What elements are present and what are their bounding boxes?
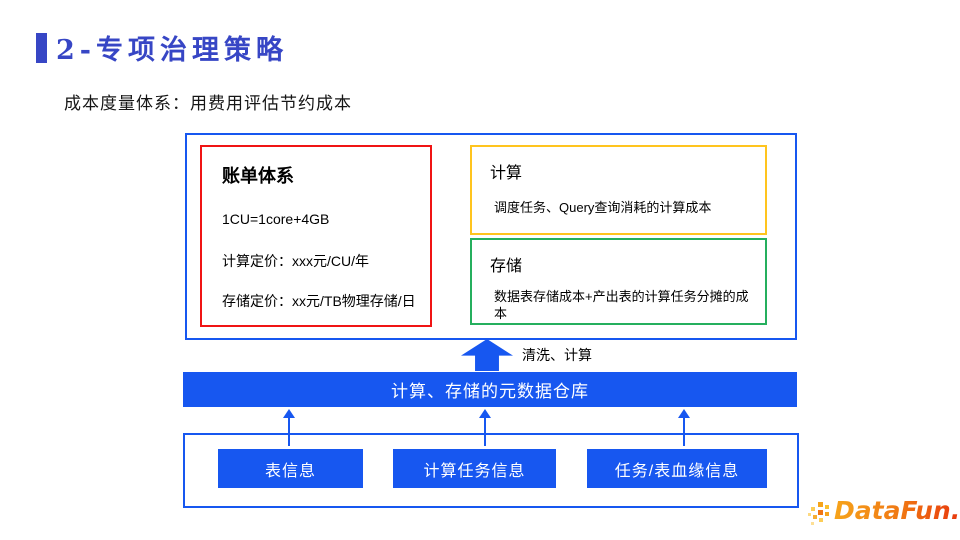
datafun-logo: DataFun. xyxy=(808,494,960,534)
compute-cost-box: 计算 调度任务、Query查询消耗的计算成本 xyxy=(470,145,767,235)
big-up-arrow-icon xyxy=(461,339,513,371)
source-table-info: 表信息 xyxy=(218,449,363,488)
billing-line-storage-price: 存储定价：xx元/TB物理存储/日 xyxy=(222,293,416,309)
datafun-logo-dots-icon xyxy=(808,502,834,528)
billing-system-box: 账单体系 1CU=1core+4GB 计算定价：xxx元/CU/年 存储定价：x… xyxy=(200,145,432,327)
storage-box-title: 存储 xyxy=(490,258,523,275)
source-compute-task-info: 计算任务信息 xyxy=(393,449,556,488)
page-title: 2-专项治理策略 xyxy=(56,35,288,66)
arrow-label: 清洗、计算 xyxy=(522,347,592,363)
up-arrow-icon xyxy=(479,409,491,446)
source-lineage-info: 任务/表血缘信息 xyxy=(587,449,767,488)
title-accent-bar xyxy=(36,33,47,63)
compute-box-description: 调度任务、Query查询消耗的计算成本 xyxy=(494,200,712,215)
billing-line-compute-price: 计算定价：xxx元/CU/年 xyxy=(222,253,369,269)
page-subtitle: 成本度量体系：用费用评估节约成本 xyxy=(64,94,352,113)
billing-box-title: 账单体系 xyxy=(222,166,294,186)
billing-line-cu-definition: 1CU=1core+4GB xyxy=(222,211,330,227)
compute-box-title: 计算 xyxy=(490,165,523,182)
metadata-warehouse-bar: 计算、存储的元数据仓库 xyxy=(183,372,797,407)
up-arrow-icon xyxy=(283,409,295,446)
storage-box-description: 数据表存储成本+产出表的计算任务分摊的成本 xyxy=(494,289,749,321)
datafun-logo-text: DataFun. xyxy=(834,496,960,525)
up-arrow-icon xyxy=(678,409,690,446)
storage-cost-box: 存储 数据表存储成本+产出表的计算任务分摊的成本 xyxy=(470,238,767,325)
